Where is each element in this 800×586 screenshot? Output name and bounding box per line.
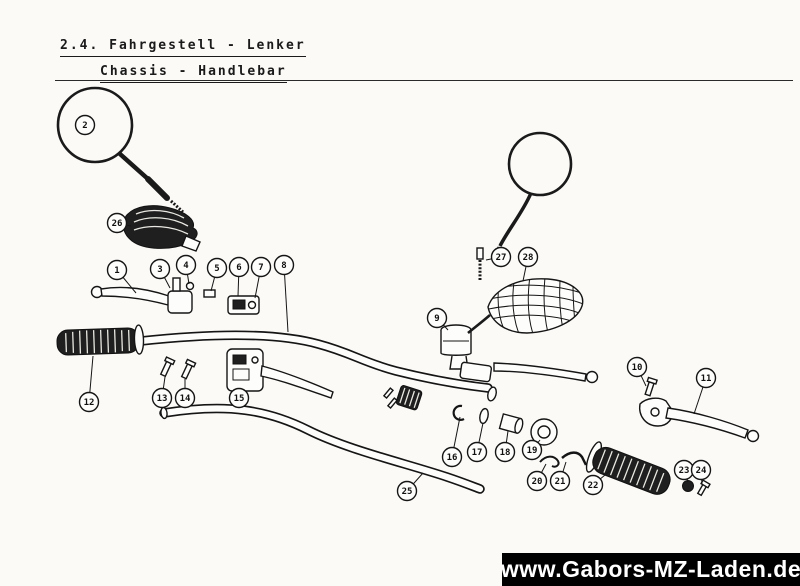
callout-number-24: 24	[696, 466, 707, 476]
callout-21	[549, 470, 571, 492]
callout-17	[466, 441, 488, 463]
callout-number-21: 21	[555, 477, 566, 487]
callout-number-12: 12	[84, 398, 95, 408]
callout-5	[206, 257, 228, 279]
callout-8	[273, 254, 295, 276]
callout-number-26: 26	[112, 219, 123, 229]
callout-2	[74, 114, 96, 136]
callout-number-13: 13	[157, 394, 168, 404]
callout-number-11: 11	[701, 374, 712, 384]
callout-19	[521, 439, 543, 461]
callout-13	[151, 387, 173, 409]
master-cylinder	[440, 324, 599, 384]
page-header: 2.4. Fahrgestell - Lenker Chassis - Hand…	[60, 34, 306, 83]
header-divider	[55, 80, 793, 81]
callout-number-15: 15	[234, 394, 245, 404]
guard-bolt	[476, 247, 484, 281]
callout-number-1: 1	[114, 266, 119, 276]
callout-10	[626, 356, 648, 378]
callout-24	[690, 459, 712, 481]
callout-number-17: 17	[472, 448, 483, 458]
callout-number-18: 18	[500, 448, 511, 458]
callout-4	[175, 254, 197, 276]
switch-housing	[226, 348, 334, 399]
callout-11	[695, 367, 717, 389]
watermark-bar: www.Gabors-MZ-Laden.de	[500, 553, 800, 586]
bar-end-cap	[682, 479, 711, 497]
mirror-left	[56, 86, 185, 214]
callout-25	[396, 480, 418, 502]
callout-16	[441, 446, 463, 468]
callout-28	[517, 246, 539, 268]
callout-6	[228, 256, 250, 278]
title-english: Chassis - Handlebar	[100, 62, 287, 83]
lever-cover	[122, 205, 201, 252]
callout-number-8: 8	[281, 261, 286, 271]
callout-number-2: 2	[82, 121, 87, 131]
callout-number-14: 14	[180, 394, 191, 404]
callout-number-16: 16	[447, 453, 458, 463]
callout-7	[250, 256, 272, 278]
callout-number-25: 25	[402, 487, 413, 497]
bar-clamp	[382, 385, 423, 411]
callout-number-6: 6	[236, 263, 241, 273]
callout-number-4: 4	[183, 261, 189, 271]
handlebar-upper	[136, 330, 493, 393]
callout-1	[106, 259, 128, 281]
callout-18	[494, 441, 516, 463]
callout-22	[582, 474, 604, 496]
callout-number-20: 20	[532, 477, 543, 487]
callout-27	[490, 246, 512, 268]
handlebar-lower	[159, 403, 485, 494]
callout-number-10: 10	[632, 363, 643, 373]
bar-end-parts	[452, 386, 588, 468]
callout-26	[106, 212, 128, 234]
callout-number-7: 7	[258, 263, 263, 273]
grip-throttle	[585, 441, 671, 495]
callout-number-27: 27	[496, 253, 507, 263]
watermark-text: www.Gabors-MZ-Laden.de	[500, 556, 800, 582]
callout-number-28: 28	[523, 253, 534, 263]
callout-number-22: 22	[588, 481, 599, 491]
callout-9	[426, 307, 448, 329]
hand-guard	[467, 278, 584, 334]
mirror-right	[492, 131, 573, 262]
callout-3	[149, 258, 171, 280]
callout-number-3: 3	[157, 265, 162, 275]
clutch-lever-assembly	[90, 277, 260, 315]
callout-20	[526, 470, 548, 492]
callout-12	[78, 391, 100, 413]
callout-number-23: 23	[679, 466, 690, 476]
clamp-screws	[159, 356, 197, 380]
grip-left	[56, 324, 145, 356]
callout-number-9: 9	[434, 314, 439, 324]
brake-lever-assembly	[639, 376, 760, 443]
callout-14	[174, 387, 196, 409]
title-german: 2.4. Fahrgestell - Lenker	[60, 36, 306, 57]
callout-leader-8	[283, 264, 289, 333]
callout-number-5: 5	[214, 264, 219, 274]
callout-15	[228, 387, 250, 409]
callout-number-19: 19	[527, 446, 538, 456]
